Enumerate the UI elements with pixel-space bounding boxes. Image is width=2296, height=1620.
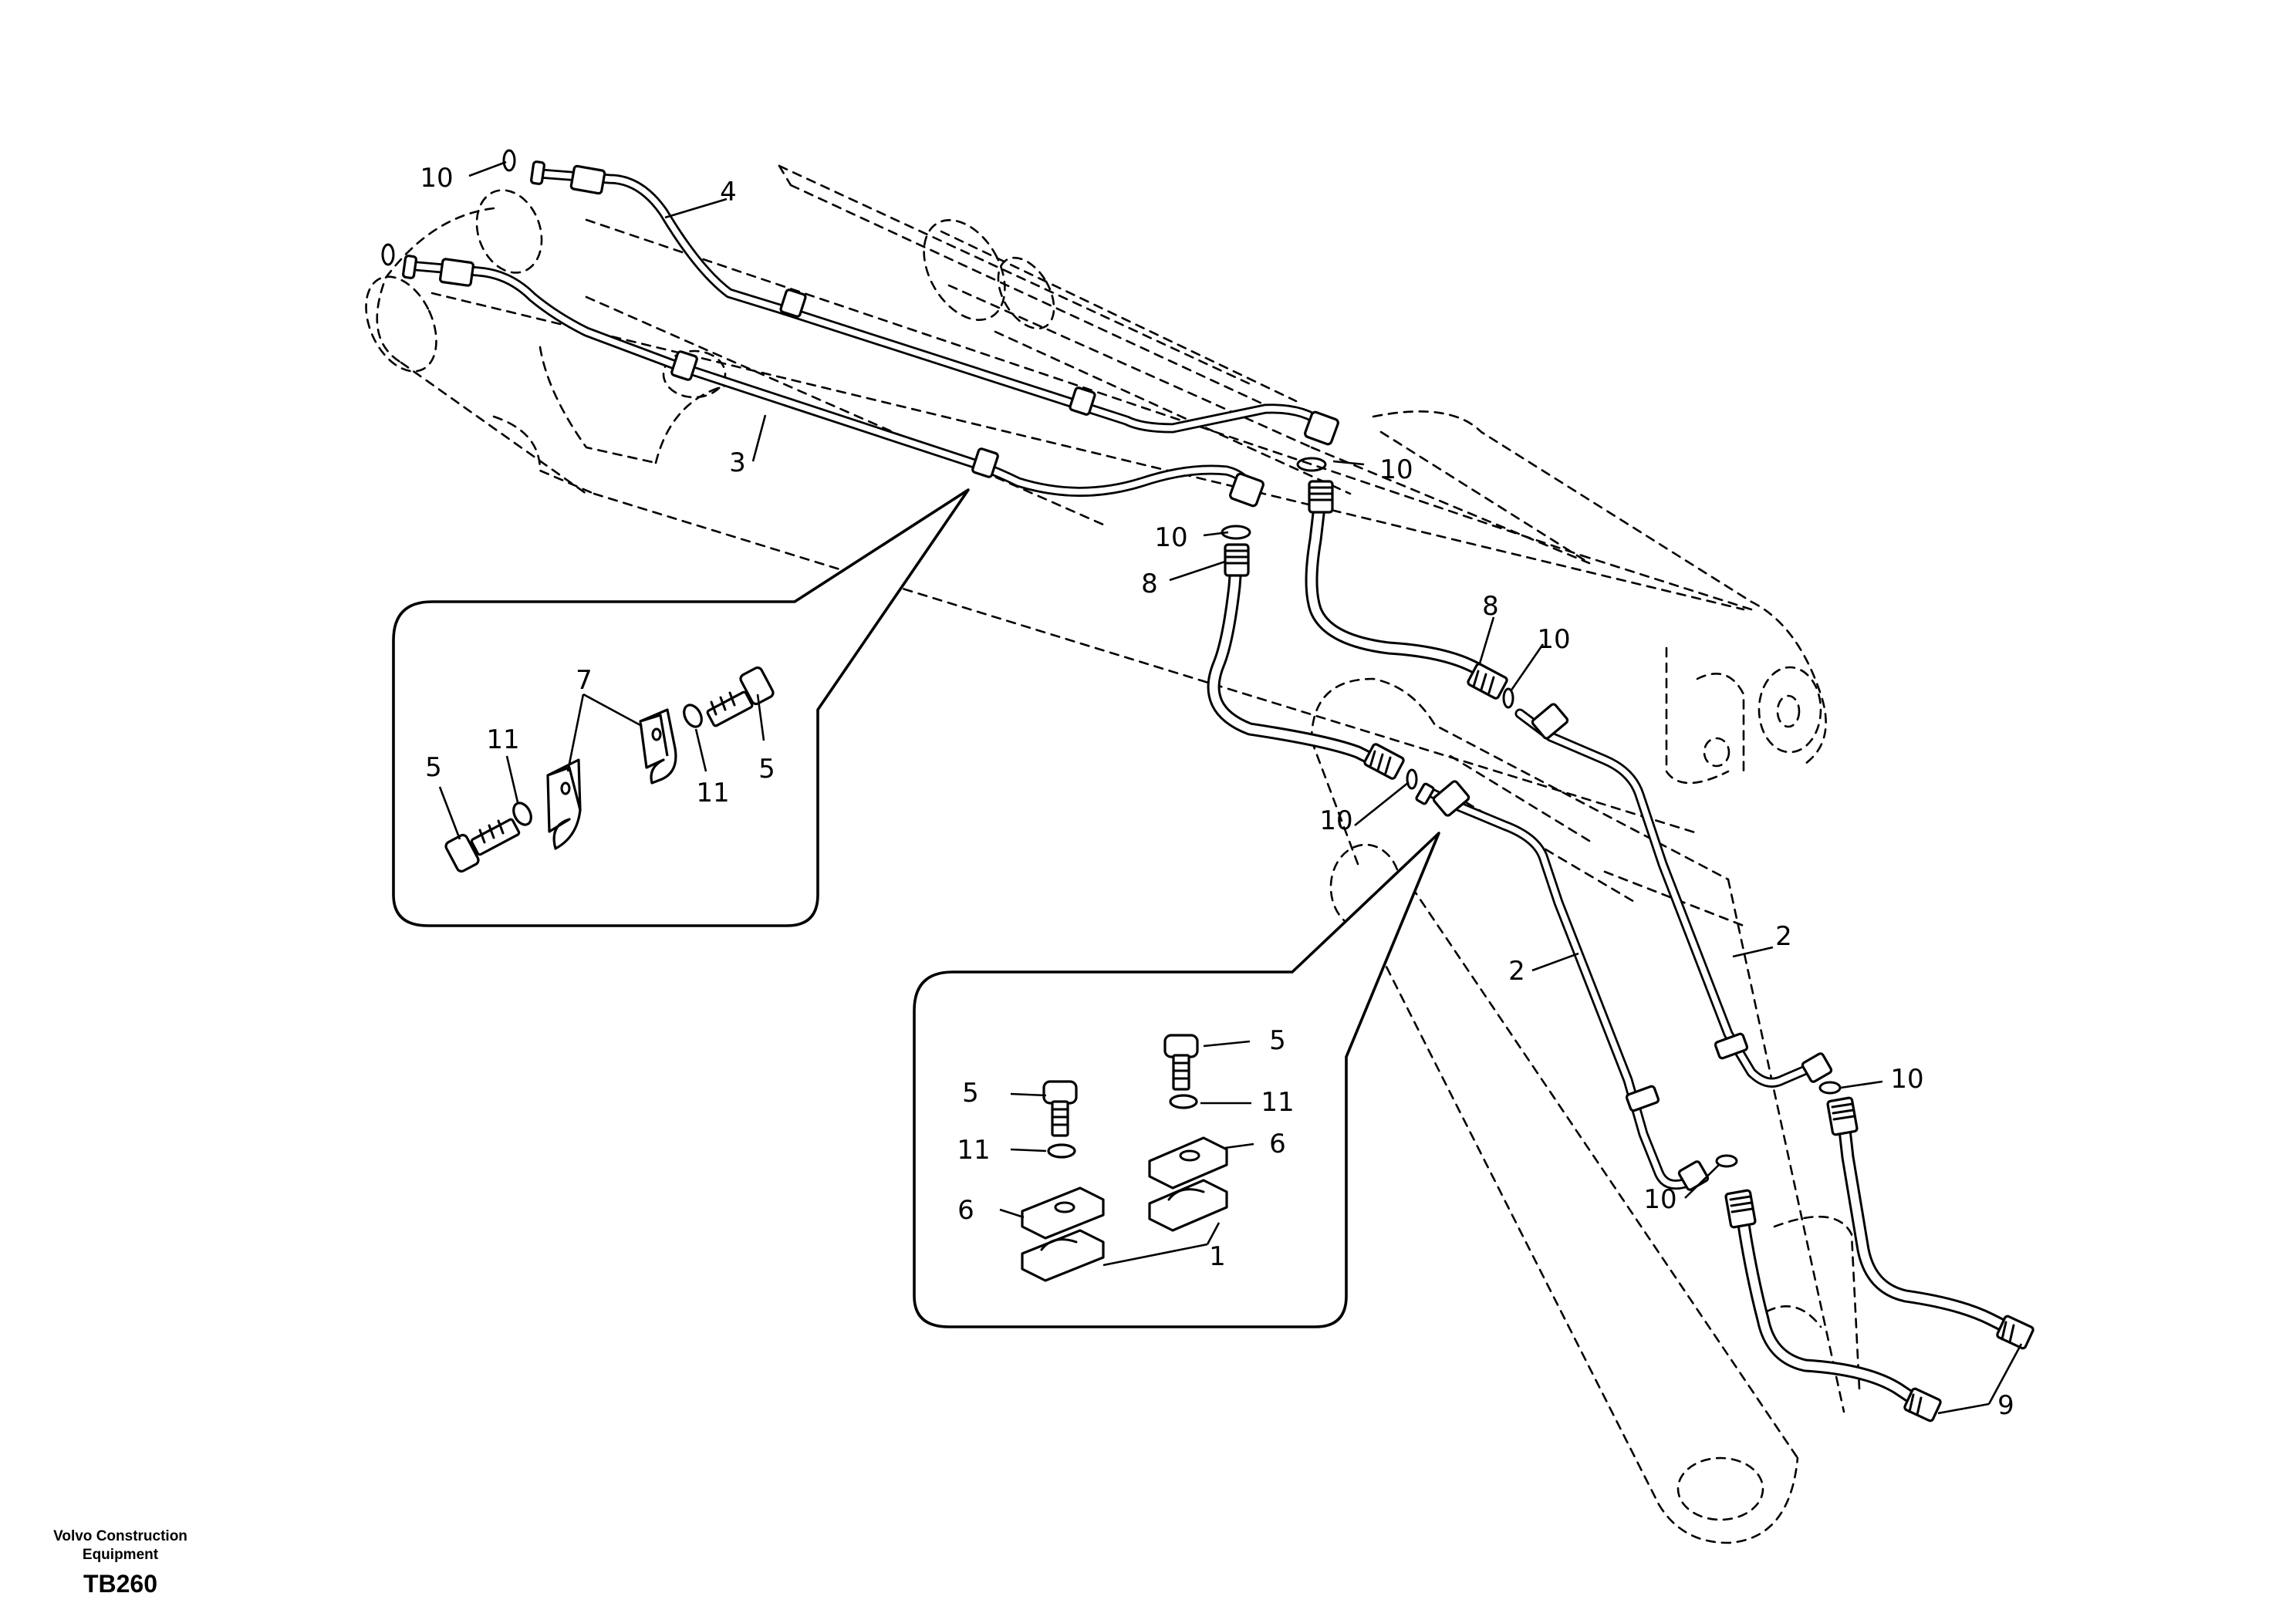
bolt-icon-right bbox=[706, 666, 775, 727]
pipe-3 bbox=[402, 255, 1264, 508]
label-8-b: 8 bbox=[1482, 591, 1499, 622]
drawing-code: TB260 bbox=[83, 1570, 157, 1598]
label-10-c: 10 bbox=[1154, 522, 1187, 553]
footer: Volvo Construction Equipment TB260 bbox=[53, 1528, 187, 1598]
bolt-icon-lower bbox=[1042, 1080, 1078, 1137]
lock-washer-icon-lower bbox=[1047, 1143, 1076, 1159]
part-number-labels: 10 4 3 10 10 8 8 10 10 2 2 10 10 9 7 11 … bbox=[420, 163, 2014, 1421]
clamp-bracket-icon bbox=[546, 708, 677, 850]
label-10-e: 10 bbox=[1319, 805, 1352, 836]
bolt-icon-left bbox=[444, 818, 521, 873]
label-3: 3 bbox=[729, 447, 746, 478]
o-ring-lower-right bbox=[1818, 1081, 1842, 1095]
label-10-b: 10 bbox=[1379, 454, 1413, 485]
hose-9-right bbox=[1826, 1096, 2034, 1350]
pipe-2-left bbox=[1415, 780, 1710, 1191]
boom-outline bbox=[365, 164, 1827, 835]
bolt-icon-upper bbox=[1163, 1034, 1199, 1091]
company-name-line2: Equipment bbox=[83, 1547, 159, 1563]
label-10-g: 10 bbox=[1643, 1184, 1676, 1215]
arm-outline bbox=[1310, 677, 1861, 1544]
label-4: 4 bbox=[720, 177, 737, 208]
clamp-half-icon-lower bbox=[1021, 1186, 1105, 1282]
label-8-a: 8 bbox=[1141, 569, 1158, 599]
detail-callout-right bbox=[913, 832, 1440, 1328]
label-5-b: 5 bbox=[758, 754, 775, 785]
label-9: 9 bbox=[1997, 1390, 2014, 1421]
label-10-a: 10 bbox=[420, 163, 453, 194]
label-2-a: 2 bbox=[1775, 921, 1792, 952]
o-ring-lower-left bbox=[1715, 1154, 1738, 1168]
pipe-2-right bbox=[1514, 703, 1833, 1088]
leader-lines bbox=[468, 160, 2023, 1415]
label-5-a: 5 bbox=[425, 752, 442, 783]
label-6-a: 6 bbox=[1269, 1129, 1286, 1159]
hose-9-left bbox=[1724, 1189, 1942, 1423]
label-5-d: 5 bbox=[962, 1078, 979, 1109]
label-5-c: 5 bbox=[1269, 1025, 1286, 1056]
label-11-a: 11 bbox=[486, 724, 519, 755]
label-1: 1 bbox=[1209, 1241, 1226, 1272]
label-11-c: 11 bbox=[1261, 1087, 1294, 1118]
company-name-line1: Volvo Construction bbox=[53, 1528, 187, 1544]
o-ring-mid-right bbox=[1502, 687, 1514, 709]
o-rings-upper-left bbox=[381, 149, 1327, 540]
label-10-f: 10 bbox=[1890, 1064, 1923, 1095]
label-11-d: 11 bbox=[957, 1135, 990, 1166]
lock-washer-icon-left bbox=[512, 802, 532, 826]
label-10-d: 10 bbox=[1537, 624, 1570, 655]
label-2-b: 2 bbox=[1508, 956, 1525, 987]
label-11-b: 11 bbox=[696, 778, 729, 808]
label-6-b: 6 bbox=[957, 1195, 974, 1226]
lock-washer-icon-right bbox=[683, 704, 703, 728]
o-ring-mid-left bbox=[1406, 768, 1418, 790]
hose-8-left bbox=[1207, 543, 1405, 780]
label-7: 7 bbox=[576, 665, 593, 696]
clamp-half-icon-upper bbox=[1148, 1136, 1228, 1232]
lock-washer-icon-upper bbox=[1169, 1094, 1198, 1109]
hose-8-right bbox=[1305, 480, 1508, 700]
pipe-4 bbox=[530, 160, 1339, 446]
detail-callout-left bbox=[392, 488, 970, 927]
